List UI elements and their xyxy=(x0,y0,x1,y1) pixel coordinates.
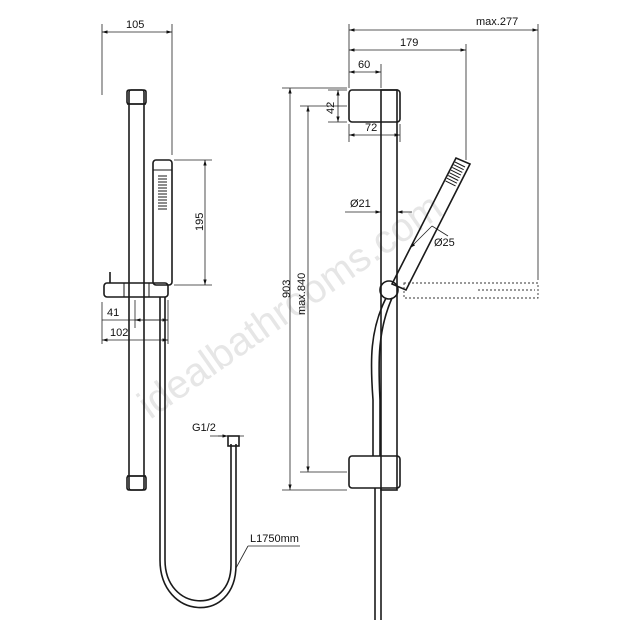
dim-60: 60 xyxy=(358,59,370,71)
bottom-bracket xyxy=(348,455,401,489)
dim-179: 179 xyxy=(400,37,418,49)
dim-102: 102 xyxy=(110,327,128,339)
dim-72: 72 xyxy=(365,122,377,134)
side-view: max.277 179 60 42 72 Ø21 Ø25 903 max.840 xyxy=(281,16,539,620)
slide-rail xyxy=(126,89,147,491)
dim-903: 903 xyxy=(281,280,293,298)
dim-dia-21: Ø21 xyxy=(350,198,371,210)
dim-hose-length: L1750mm xyxy=(250,533,299,545)
slide-rail-side xyxy=(380,89,398,491)
dim-thread: G1/2 xyxy=(192,422,216,434)
dim-dia-25: Ø25 xyxy=(434,237,455,249)
dim-105: 105 xyxy=(126,19,144,31)
dashed-horizontal-position xyxy=(403,282,539,299)
dim-max-277: max.277 xyxy=(476,16,518,28)
holder-bracket-front xyxy=(103,272,169,298)
hand-shower-side xyxy=(390,156,472,292)
hand-shower-front xyxy=(152,159,173,286)
front-view: 105 195 41 102 G1/2 L1750mm xyxy=(101,19,300,609)
slider-knob xyxy=(379,280,399,300)
dim-42: 42 xyxy=(325,102,337,114)
dim-195: 195 xyxy=(194,213,206,231)
top-bracket xyxy=(348,89,401,123)
hose-front xyxy=(159,297,237,609)
hose-side xyxy=(370,297,387,456)
dim-max-840: max.840 xyxy=(296,273,308,315)
dim-41: 41 xyxy=(107,307,119,319)
